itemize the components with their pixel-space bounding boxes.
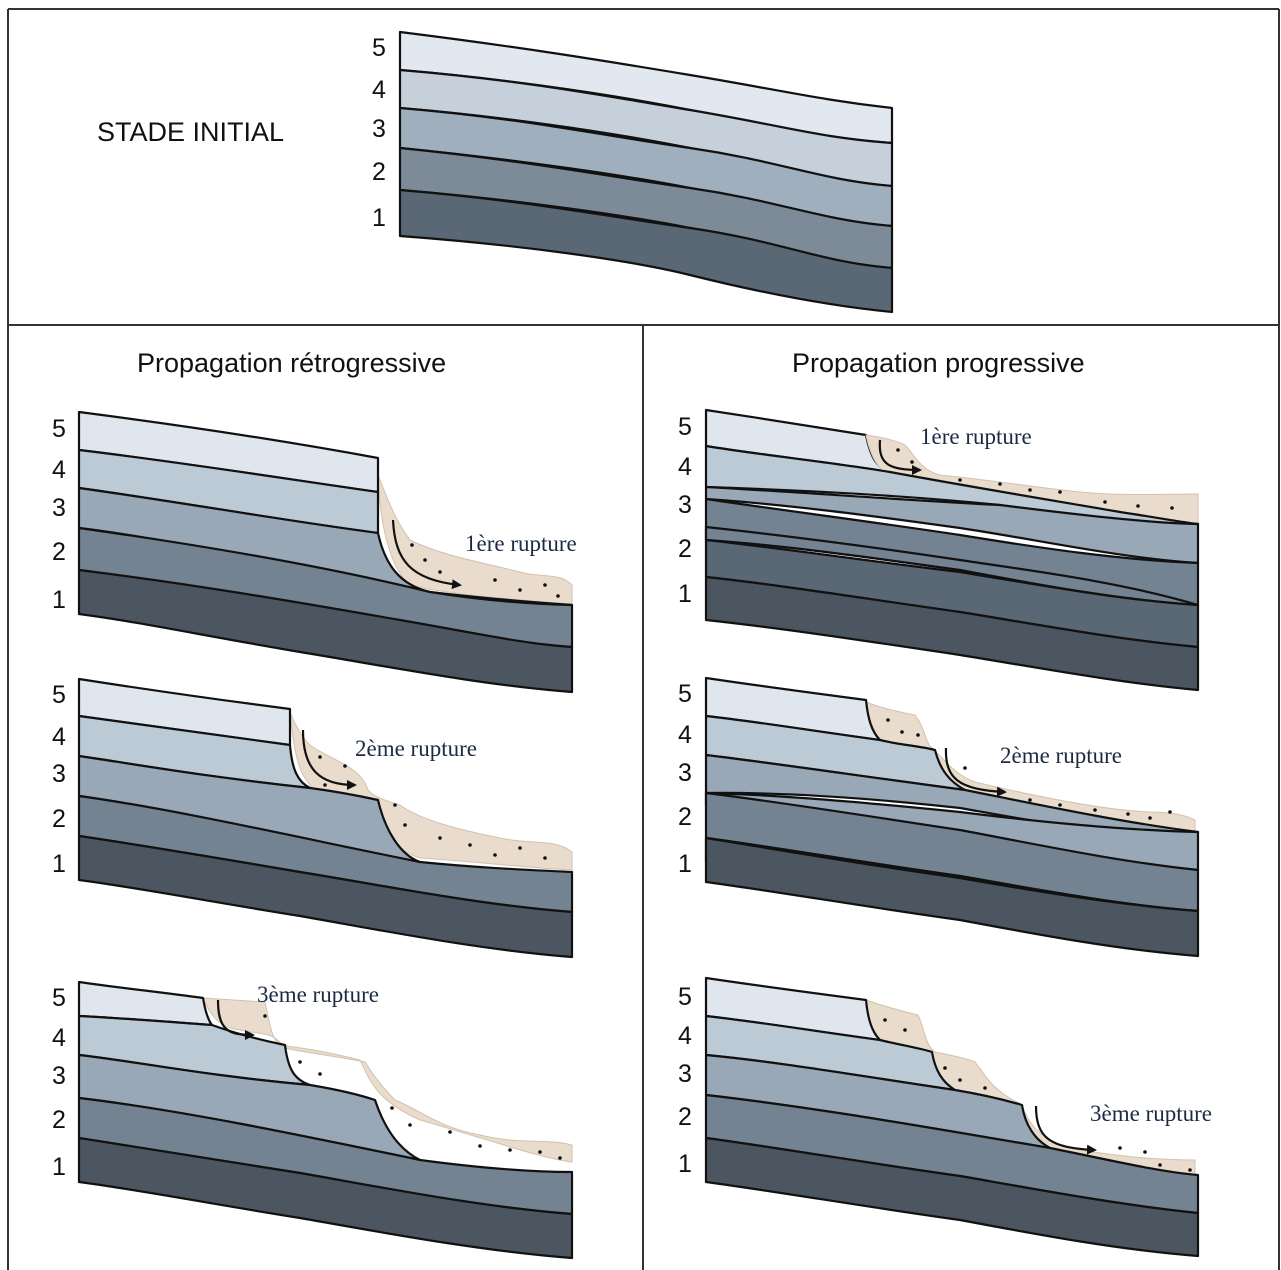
flow-arrow bbox=[301, 729, 357, 790]
initial-stage-panel: STADE INITIAL 5 4 3 2 1 bbox=[97, 30, 894, 314]
layer-number-3: 3 bbox=[372, 115, 386, 143]
initial-layer-1 bbox=[398, 188, 894, 314]
initial-stage-label: STADE INITIAL bbox=[97, 117, 284, 147]
left1-layer-1 bbox=[77, 568, 574, 694]
debris-dots bbox=[410, 543, 560, 598]
layer-number-4: 4 bbox=[678, 453, 692, 481]
layer-number-5: 5 bbox=[678, 680, 692, 708]
right1-layer-numbers: 5 4 3 2 1 bbox=[678, 413, 692, 608]
layer-number-4: 4 bbox=[678, 1022, 692, 1050]
rupture-label-1: 1ère rupture bbox=[920, 424, 1032, 449]
layer-number-2: 2 bbox=[678, 535, 692, 563]
rupture-label-3: 3ème rupture bbox=[1090, 1101, 1212, 1126]
left3-layer-1 bbox=[77, 1136, 574, 1260]
flow-arrow bbox=[944, 747, 1007, 797]
layer-number-4: 4 bbox=[52, 1024, 66, 1052]
layer-number-5: 5 bbox=[52, 681, 66, 709]
progressive-title: Propagation progressive bbox=[792, 348, 1085, 378]
layer-number-3: 3 bbox=[52, 1062, 66, 1090]
left2-layer-numbers: 5 4 3 2 1 bbox=[52, 681, 66, 878]
right3-layer-numbers: 5 4 3 2 1 bbox=[678, 983, 692, 1178]
right1-layer-3 bbox=[704, 485, 1200, 565]
figure-frame bbox=[7, 8, 1280, 1270]
left3-layer-numbers: 5 4 3 2 1 bbox=[52, 984, 66, 1181]
debris-dots bbox=[318, 755, 547, 860]
right3-layer-1 bbox=[704, 1136, 1200, 1258]
debris-dots bbox=[263, 1014, 562, 1160]
left2-layer-1 bbox=[77, 834, 574, 959]
flow-arrow bbox=[216, 999, 255, 1040]
right2-layer-numbers: 5 4 3 2 1 bbox=[678, 680, 692, 878]
layer-number-3: 3 bbox=[678, 759, 692, 787]
layer-number-5: 5 bbox=[678, 983, 692, 1011]
initial-layer-numbers: 5 4 3 2 1 bbox=[372, 34, 386, 232]
retrogressive-stage-1: 5 4 3 2 1 1ère rupture bbox=[52, 410, 577, 694]
layer-number-3: 3 bbox=[678, 491, 692, 519]
layer-number-1: 1 bbox=[52, 1153, 66, 1181]
layer-number-2: 2 bbox=[52, 1106, 66, 1134]
layer-number-1: 1 bbox=[678, 580, 692, 608]
initial-strata bbox=[398, 30, 894, 314]
layer-number-1: 1 bbox=[52, 850, 66, 878]
layer-number-3: 3 bbox=[52, 760, 66, 788]
layer-number-4: 4 bbox=[678, 721, 692, 749]
right1-layer-1 bbox=[704, 575, 1200, 692]
flow-arrow bbox=[878, 439, 922, 475]
retrogressive-stage-3: 5 4 3 2 1 3ème rupture bbox=[52, 980, 574, 1260]
debris-dots bbox=[886, 718, 1172, 820]
progressive-stage-2: 5 4 3 2 1 2ème rupture bbox=[678, 676, 1200, 958]
layer-number-1: 1 bbox=[372, 204, 386, 232]
rupture-label-2: 2ème rupture bbox=[1000, 743, 1122, 768]
layer-number-2: 2 bbox=[678, 1103, 692, 1131]
debris-deposit bbox=[377, 474, 573, 605]
layer-number-5: 5 bbox=[52, 415, 66, 443]
layer-number-1: 1 bbox=[678, 850, 692, 878]
debris-dots bbox=[883, 1018, 1192, 1172]
rupture-label-1: 1ère rupture bbox=[465, 531, 577, 556]
layer-number-4: 4 bbox=[372, 76, 386, 104]
layer-number-4: 4 bbox=[52, 456, 66, 484]
layer-number-5: 5 bbox=[52, 984, 66, 1012]
right2-layer-1 bbox=[704, 836, 1200, 958]
left1-layer-numbers: 5 4 3 2 1 bbox=[52, 415, 66, 614]
layer-number-4: 4 bbox=[52, 723, 66, 751]
layer-number-3: 3 bbox=[678, 1060, 692, 1088]
progressive-stage-1: 5 4 3 2 1 1ère rupture bbox=[678, 408, 1200, 692]
layer-number-2: 2 bbox=[678, 803, 692, 831]
layer-number-5: 5 bbox=[678, 413, 692, 441]
rupture-label-2: 2ème rupture bbox=[355, 736, 477, 761]
flow-arrow bbox=[391, 519, 462, 590]
layer-number-2: 2 bbox=[52, 538, 66, 566]
layer-number-2: 2 bbox=[372, 158, 386, 186]
retrogressive-stage-2: 5 4 3 2 1 2ème rupture bbox=[52, 677, 574, 959]
layer-number-1: 1 bbox=[52, 586, 66, 614]
layer-number-1: 1 bbox=[678, 1150, 692, 1178]
retrogressive-title: Propagation rétrogressive bbox=[137, 348, 446, 378]
layer-number-3: 3 bbox=[52, 494, 66, 522]
layer-number-5: 5 bbox=[372, 34, 386, 62]
rupture-label-3: 3ème rupture bbox=[257, 982, 379, 1007]
flow-arrow bbox=[1034, 1105, 1097, 1155]
progressive-stage-3: 5 4 3 2 1 3ème rupture bbox=[678, 976, 1212, 1258]
layer-number-2: 2 bbox=[52, 805, 66, 833]
debris-dots bbox=[896, 448, 1174, 510]
right1-layer-4 bbox=[704, 444, 1200, 527]
